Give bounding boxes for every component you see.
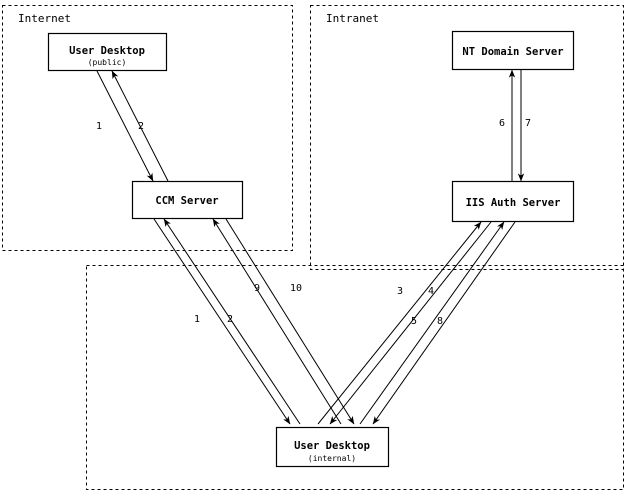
node-nt-domain-server[interactable]: NT Domain Server: [451, 30, 575, 71]
zone-internet: Internet: [2, 5, 293, 251]
node-user-desktop-internal-subtitle: (internal): [308, 454, 356, 463]
node-user-desktop-internal-box[interactable]: [275, 426, 390, 468]
node-user-desktop-public-title: User Desktop: [69, 45, 145, 57]
node-user-desktop-internal[interactable]: User Desktop (internal): [275, 426, 390, 468]
flow-label-2-public: 2: [138, 121, 144, 132]
flow-label-4: 4: [428, 286, 434, 297]
node-ccm-server-box[interactable]: [131, 180, 244, 220]
flow-label-3: 3: [397, 286, 403, 297]
flow-label-2-internal: 2: [227, 314, 233, 325]
flow-label-8: 8: [437, 316, 443, 327]
node-iis-auth-server-title: IIS Auth Server: [466, 197, 561, 209]
flow-label-1-internal: 1: [194, 314, 200, 325]
flow-line-1-public: [96, 70, 154, 182]
flow-line-1-internal: [153, 218, 291, 425]
flow-label-10: 10: [290, 283, 302, 294]
node-ccm-server-title: CCM Server: [155, 195, 218, 207]
node-user-desktop-public[interactable]: User Desktop (public): [47, 32, 168, 72]
node-user-desktop-public-box[interactable]: [47, 32, 168, 72]
zone-internet-border: [2, 5, 293, 251]
flow-group-internal-iis-58: 5 8: [359, 221, 516, 425]
flow-line-5: [359, 221, 505, 425]
node-iis-auth-server-box[interactable]: [451, 180, 575, 223]
flow-label-7: 7: [525, 118, 531, 129]
flow-group-ccm-internal-910: 9 10: [212, 218, 355, 425]
flow-line-10: [225, 218, 355, 425]
flow-label-6: 6: [499, 118, 505, 129]
zone-intranet: Intranet: [310, 5, 624, 270]
node-nt-domain-server-box[interactable]: [451, 30, 575, 71]
flow-label-1-public: 1: [96, 121, 102, 132]
node-ccm-server[interactable]: CCM Server: [131, 180, 244, 220]
flow-line-4: [329, 221, 492, 425]
node-user-desktop-public-subtitle: (public): [88, 58, 127, 67]
node-user-desktop-internal-title: User Desktop: [294, 440, 370, 452]
flow-line-8: [372, 221, 516, 425]
zone-intranet-label: Intranet: [326, 12, 379, 25]
zone-internal-network-border: [86, 265, 624, 490]
flow-line-3: [317, 221, 482, 425]
zone-internal-network: [86, 265, 624, 490]
flow-group-ccm-internal-12: 1 2: [153, 218, 301, 425]
node-nt-domain-server-title: NT Domain Server: [462, 46, 563, 58]
flow-label-9: 9: [254, 283, 260, 294]
flow-group-public-ccm: 1 2: [96, 70, 169, 182]
flow-label-5: 5: [411, 316, 417, 327]
node-iis-auth-server[interactable]: IIS Auth Server: [451, 180, 575, 223]
flow-line-2-public: [111, 70, 169, 182]
flow-line-2-internal: [163, 218, 301, 425]
flow-group-iis-nt: 6 7: [499, 69, 531, 182]
flow-line-9: [212, 218, 342, 425]
flow-group-internal-iis-34: 3 4: [317, 221, 492, 425]
zone-intranet-border: [310, 5, 624, 270]
zone-internet-label: Internet: [18, 12, 71, 25]
